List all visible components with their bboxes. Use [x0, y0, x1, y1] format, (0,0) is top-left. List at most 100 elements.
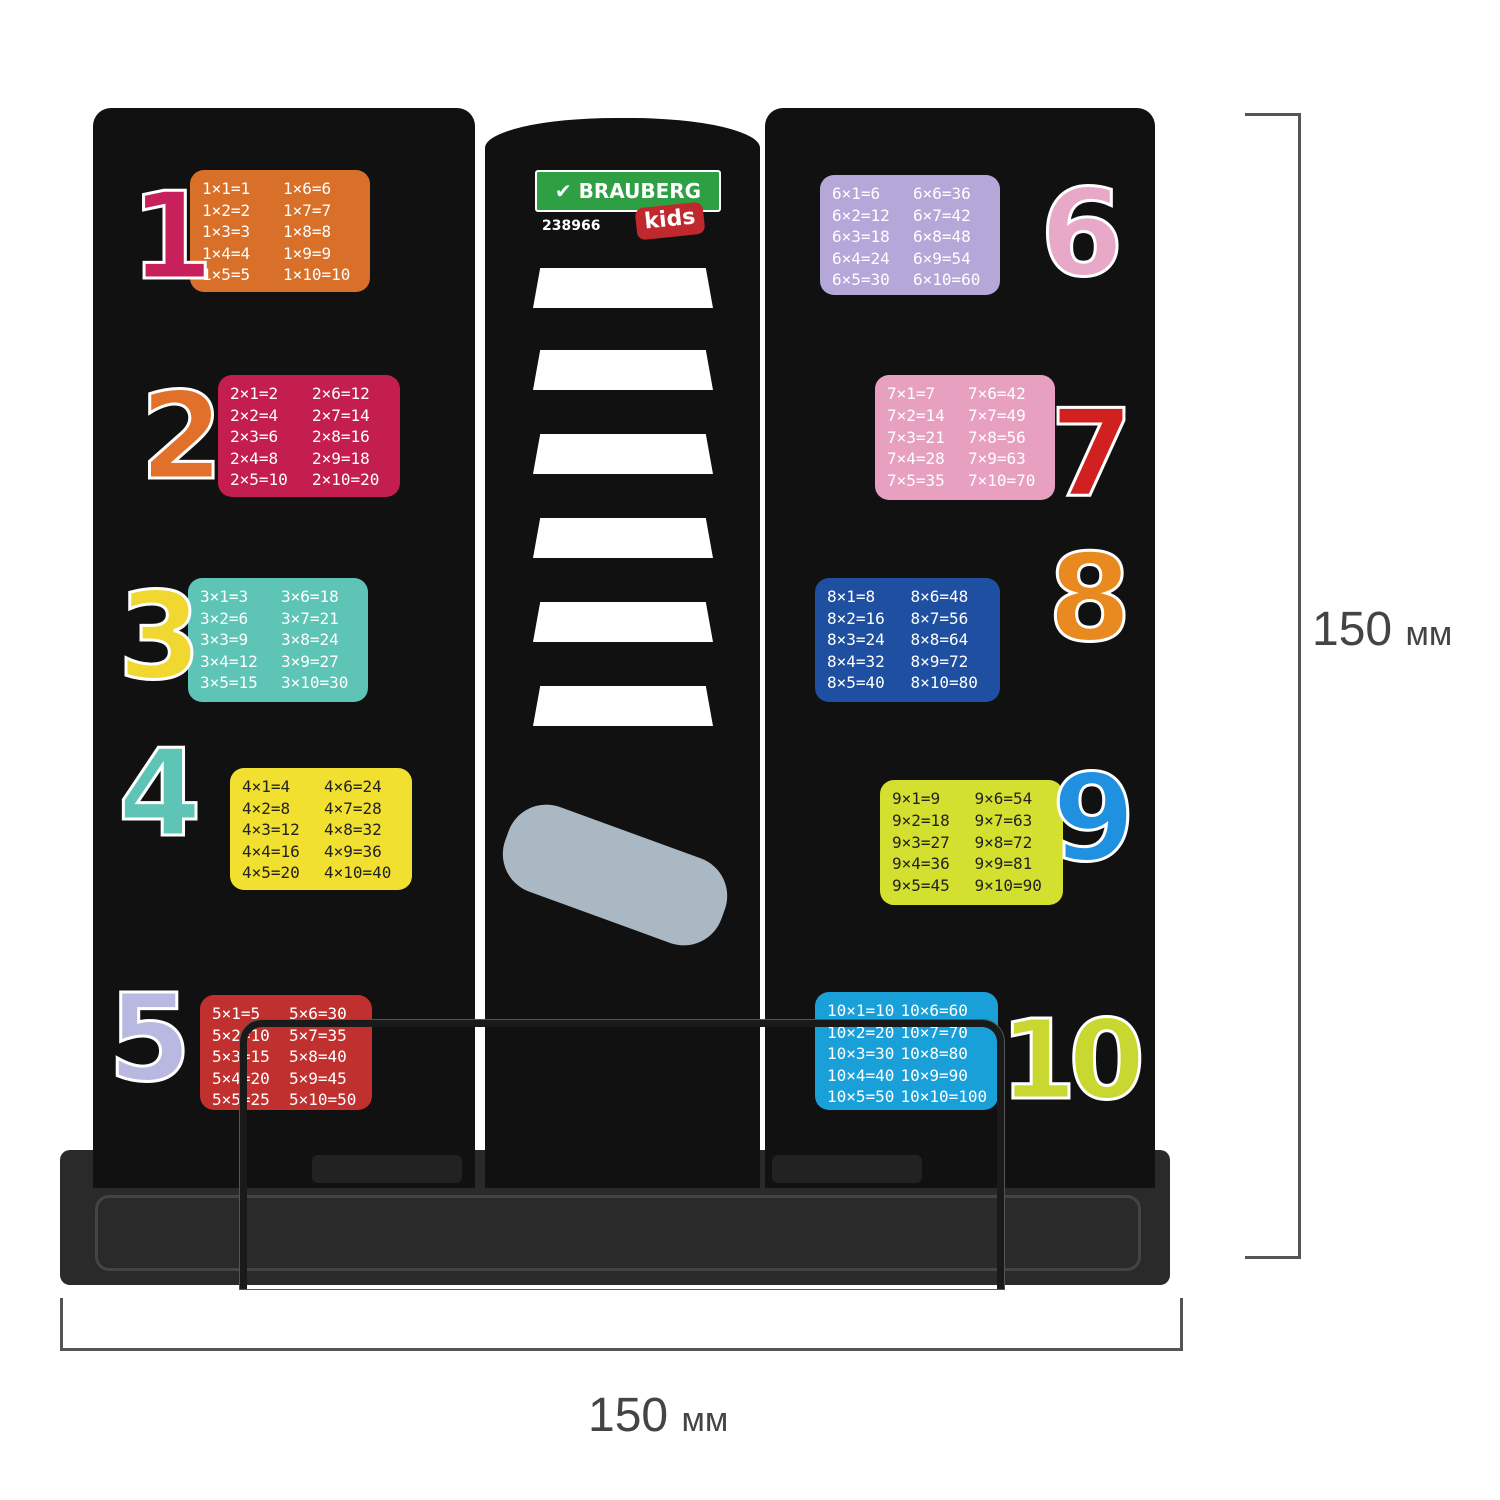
table-cell: 1×2=2: [202, 200, 251, 220]
hinge-right: [772, 1155, 922, 1183]
numeral-4: 4: [117, 725, 203, 864]
table-cell: 7×1=7: [887, 384, 936, 403]
base-tray: [95, 1195, 1141, 1271]
table-cell: 8×1=8: [827, 587, 876, 606]
height-dimension-label: 150 мм: [1312, 603, 1453, 656]
page-holder-wire: [240, 1020, 1004, 1289]
table-cell: 5×9=45: [289, 1068, 347, 1088]
table-cell: 4×3=12: [242, 820, 300, 839]
table-cell: 7×4=28: [887, 449, 945, 469]
table-cell: 4×7=28: [324, 798, 382, 818]
table-cell: 9×7=63: [974, 810, 1033, 830]
table-cell: 7×5=35: [887, 471, 945, 491]
table-cell: 8×10=80: [910, 673, 978, 693]
numeral-3: 3: [117, 568, 203, 707]
table-cell: 10×1=10: [827, 1001, 895, 1020]
table-cell: 6×8=48: [913, 227, 971, 246]
table-cell: 6×1=6: [832, 184, 881, 203]
table-cell: 5×8=40: [289, 1047, 347, 1066]
table-cell: 8×9=72: [910, 651, 969, 671]
table-cell: 4×8=32: [324, 820, 382, 839]
table-cell: 1×4=4: [202, 243, 251, 263]
table-cell: 8×2=16: [827, 608, 885, 628]
table-cell: 8×3=24: [827, 630, 885, 650]
table-cell: 2×1=2: [230, 384, 279, 403]
table-cell: 10×7=70: [900, 1022, 968, 1042]
center-panel: [485, 118, 760, 1188]
table-cell: 7×9=63: [968, 449, 1026, 469]
table-cell: 1×10=10: [283, 265, 351, 284]
check-icon: ✔: [554, 179, 572, 203]
table-cell: 8×5=40: [827, 673, 885, 693]
table-cell: 3×8=24: [281, 630, 339, 650]
table-cell: 9×8=72: [974, 832, 1033, 852]
table-cell: 3×6=18: [281, 587, 339, 606]
table-cell: 3×4=12: [200, 651, 258, 671]
table-cell: 3×9=27: [281, 651, 339, 671]
numeral-8: 8: [1047, 530, 1133, 669]
table-cell: 3×1=3: [200, 587, 249, 606]
table-cell: 8×8=64: [910, 630, 969, 650]
table-cell: 10×6=60: [900, 1001, 968, 1020]
numeral-10: 10: [998, 996, 1146, 1124]
numeral-6: 6: [1039, 165, 1125, 304]
table-cell: 8×7=56: [910, 608, 969, 628]
table-cell: 9×2=18: [892, 810, 950, 830]
table-cell: 1×7=7: [283, 200, 332, 220]
table-cell: 3×7=21: [281, 608, 339, 628]
table-cell: 2×5=10: [230, 470, 288, 489]
table-cell: 10×2=20: [827, 1022, 895, 1042]
brand-name: BRAUBERG: [578, 179, 702, 203]
table-cell: 9×9=81: [974, 854, 1033, 874]
table-cell: 2×7=14: [312, 405, 370, 425]
width-dimension-label: 150 мм: [588, 1389, 729, 1442]
table-cell: 2×4=8: [230, 448, 279, 468]
table-cell: 6×6=36: [913, 184, 971, 203]
table-cell: 6×2=12: [832, 205, 890, 225]
table-cell: 6×5=30: [832, 270, 890, 289]
table-cell: 1×5=5: [202, 265, 251, 284]
table-cell: 3×5=15: [200, 673, 258, 693]
table-cell: 2×10=20: [312, 470, 380, 489]
table-cell: 5×10=50: [289, 1090, 357, 1109]
table-cell: 9×4=36: [892, 854, 950, 874]
table-cell: 7×6=42: [968, 384, 1026, 403]
table-cell: 5×1=5: [212, 1004, 261, 1023]
table-cell: 2×6=12: [312, 384, 370, 403]
table-cell: 4×1=4: [242, 777, 291, 796]
numeral-2: 2: [139, 368, 225, 507]
table-cell: 1×6=6: [283, 179, 332, 198]
table-cell: 7×7=49: [968, 405, 1026, 425]
table-cell: 4×2=8: [242, 798, 291, 818]
table-cell: 5×7=35: [289, 1025, 347, 1045]
table-cell: 4×9=36: [324, 841, 382, 861]
table-cell: 3×2=6: [200, 608, 249, 628]
table-cell: 4×5=20: [242, 863, 300, 882]
table-cell: 10×3=30: [827, 1044, 895, 1063]
table-cell: 6×7=42: [913, 205, 971, 225]
table-cell: 4×10=40: [324, 863, 392, 882]
table-cell: 10×10=100: [900, 1087, 988, 1106]
table-cell: 3×3=9: [200, 630, 249, 650]
table-cell: 7×3=21: [887, 427, 945, 447]
multiplication-table-7: 7×1=7 7×6=42 7×2=14 7×7=49 7×3=21 7×8=56 7×4=2…: [875, 375, 1055, 500]
table-cell: 4×6=24: [324, 777, 382, 796]
table-cell: 6×9=54: [913, 248, 971, 268]
table-cell: 9×5=45: [892, 876, 950, 896]
table-cell: 10×9=90: [900, 1065, 968, 1085]
table-cell: 6×10=60: [913, 270, 981, 289]
table-cell: 1×8=8: [283, 222, 332, 241]
table-cell: 7×2=14: [887, 405, 945, 425]
table-cell: 9×6=54: [974, 789, 1033, 808]
sku-number: 238966: [542, 218, 601, 234]
table-cell: 7×8=56: [968, 427, 1026, 447]
table-cell: 4×4=16: [242, 841, 300, 861]
table-cell: 1×9=9: [283, 243, 332, 263]
table-cell: 2×8=16: [312, 427, 370, 446]
multiplication-table-4: 4×1=4 4×6=24 4×2=8 4×7=28 4×3=12 4×8=32 4×4=16…: [230, 768, 412, 890]
